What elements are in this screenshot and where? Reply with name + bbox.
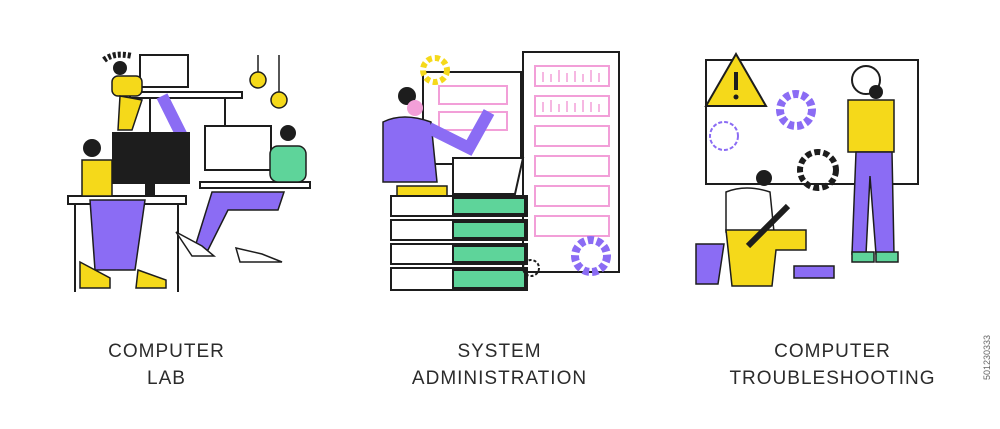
panel-computer-troubleshooting: COMPUTER TROUBLESHOOTING	[666, 0, 999, 429]
laptop-icon	[452, 157, 525, 195]
lamp-icon	[270, 91, 288, 109]
lamp-icon	[249, 71, 267, 89]
gear-icon	[522, 259, 540, 277]
caption-line-2: TROUBLESHOOTING	[729, 368, 936, 389]
gear-icon	[709, 121, 739, 151]
monitor-icon	[112, 132, 190, 184]
gear-icon	[776, 90, 816, 130]
gear-icon	[420, 55, 450, 85]
caption-line-1: SYSTEM	[457, 341, 542, 362]
caption-line-2: ADMINISTRATION	[411, 368, 588, 389]
computer-troubleshooting-illustration	[695, 51, 919, 287]
stock-id-label: 501230333	[982, 334, 992, 380]
monitor-icon	[139, 54, 189, 88]
computer-lab-illustration	[67, 51, 311, 292]
caption-line-1: COMPUTER	[774, 341, 891, 362]
panel-system-administration: SYSTEM ADMINISTRATION	[333, 0, 666, 429]
monitor-icon	[204, 125, 272, 171]
panel-caption: SYSTEM ADMINISTRATION	[333, 338, 666, 392]
wrench-icon	[745, 203, 791, 249]
gear-icon	[797, 149, 839, 191]
panel-caption: COMPUTER LAB	[0, 338, 333, 392]
caption-line-1: COMPUTER	[108, 341, 225, 362]
gear-icon	[571, 236, 611, 276]
panel-caption: COMPUTER TROUBLESHOOTING	[666, 338, 999, 392]
caption-line-2: LAB	[147, 368, 186, 389]
panel-computer-lab: COMPUTER LAB	[0, 0, 333, 429]
system-administration-illustration	[382, 51, 620, 291]
